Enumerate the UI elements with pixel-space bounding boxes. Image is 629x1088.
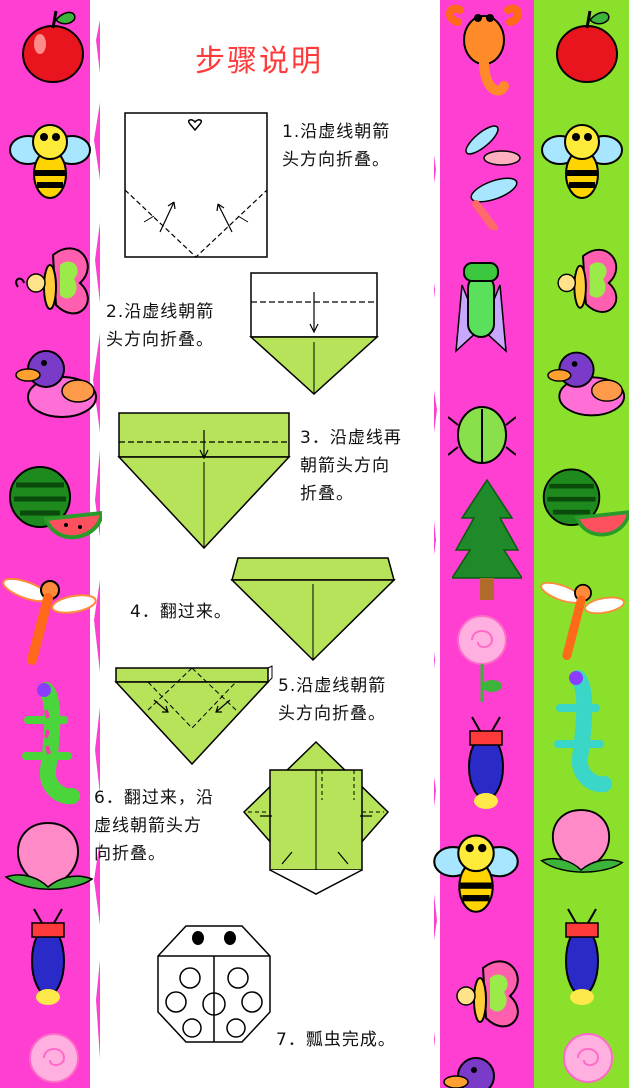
bee-icon (9, 124, 91, 199)
step1-text: 1.沿虚线朝箭 头方向折叠。 (282, 122, 391, 170)
torn-edge-left (90, 0, 104, 1088)
bee-icon (433, 834, 519, 913)
lizard-icon (554, 670, 612, 793)
pine-tree-icon (452, 478, 522, 600)
butterfly-icon (456, 960, 519, 1028)
firefly-icon (565, 908, 599, 1005)
butterfly-icon (15, 247, 89, 315)
step1-diagram (124, 112, 268, 258)
cicada-icon (455, 262, 507, 353)
rose-icon (563, 1033, 613, 1083)
step3-text: 3．沿虚线再 朝箭头方向 折叠。 (300, 428, 402, 504)
step7-diagram (157, 925, 271, 1043)
lizard-icon (22, 682, 80, 805)
peach-icon (4, 821, 94, 890)
rose-icon (29, 1033, 79, 1083)
bee-icon (541, 124, 623, 199)
scorpion-icon (446, 4, 522, 96)
apple-icon (22, 10, 84, 83)
step2-text: 2.沿虚线朝箭 头方向折叠。 (106, 302, 215, 350)
dragonfly-icon (540, 581, 625, 660)
step3-diagram (117, 412, 291, 550)
duck-icon (443, 1057, 495, 1088)
watermelon-icon (542, 468, 629, 537)
page-title: 步骤说明 (195, 44, 323, 79)
step2-diagram (249, 272, 379, 396)
apple-icon (556, 10, 618, 83)
dragonfly-icon (465, 125, 521, 230)
step5-text: 5.沿虚线朝箭 头方向折叠。 (278, 676, 387, 724)
beetle-icon (448, 406, 516, 464)
duck-icon (15, 350, 97, 418)
duck-icon (547, 351, 626, 417)
step6-diagram (242, 740, 390, 896)
step6-text: 6．翻过来，沿 虚线朝箭头方 向折叠。 (94, 788, 214, 864)
rose-icon (457, 615, 507, 702)
butterfly-icon (557, 248, 618, 313)
step5-diagram (114, 665, 273, 766)
step4-diagram (230, 557, 396, 662)
firefly-icon (468, 716, 504, 809)
peach-icon (540, 809, 624, 873)
step4-text: 4．翻过来。 (130, 602, 232, 622)
dragonfly-icon (2, 577, 97, 665)
firefly-icon (31, 908, 65, 1005)
step7-text: 7．瓢虫完成。 (276, 1030, 396, 1050)
torn-edge-mid (426, 0, 440, 1088)
watermelon-icon (9, 466, 102, 540)
